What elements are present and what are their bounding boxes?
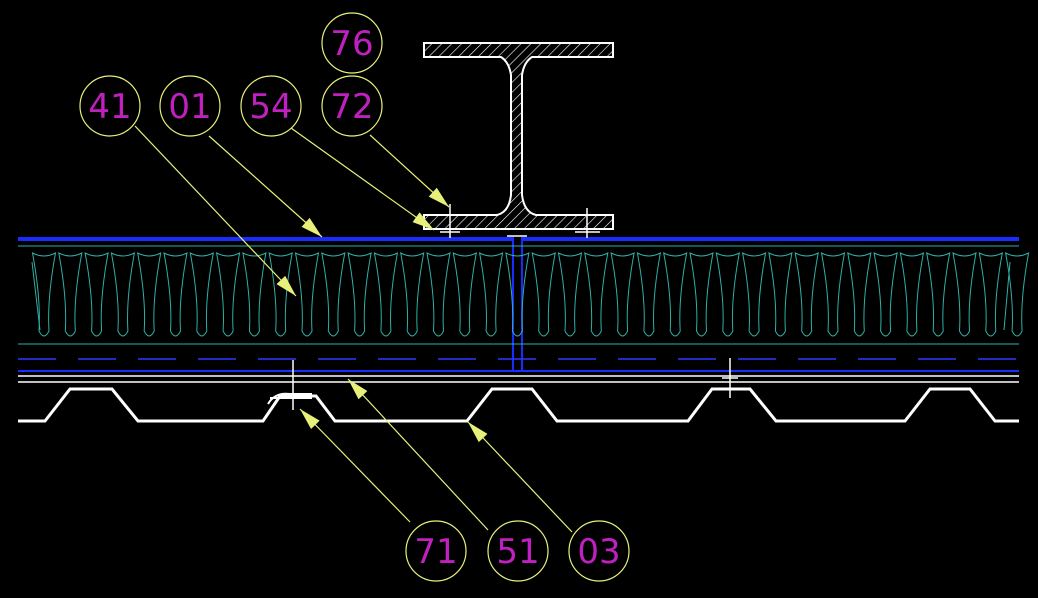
leader-arrow [276, 275, 296, 296]
leader-lines [134, 125, 573, 533]
tag-76: 76 [321, 12, 383, 74]
insulation-cell [1004, 252, 1030, 337]
tag-circle [568, 520, 630, 582]
insulation-cell [741, 252, 767, 337]
insulation-cell [268, 252, 293, 337]
tag-label: 51 [496, 532, 539, 572]
leader-arrow [348, 379, 368, 400]
insulation-cell [58, 252, 83, 337]
tag-label: 76 [330, 24, 373, 64]
insulation-cell [215, 252, 241, 337]
insulation-cell [584, 252, 609, 337]
insulation-cell [426, 252, 451, 337]
insulation-cell [242, 252, 267, 337]
tag-circle [240, 75, 302, 137]
fastener-marks [267, 204, 738, 410]
leader-line [299, 408, 411, 523]
insulation-cell [294, 252, 320, 337]
insulation-cell [321, 252, 346, 337]
tag-41: 41 [79, 75, 141, 137]
tag-label: 54 [249, 87, 292, 127]
insulation-cell [478, 252, 504, 337]
insulation-cell [531, 252, 556, 337]
insulation-cell [505, 252, 530, 337]
reference-tags: 76 41 01 54 72 71 51 03 [79, 12, 630, 582]
tag-label: 03 [577, 532, 620, 572]
tag-circle [321, 12, 383, 74]
insulation-cell [952, 252, 977, 337]
insulation-edge-right [1003, 261, 1011, 331]
insulation-layer [31, 252, 1030, 337]
leader-line [290, 127, 435, 231]
insulation-cell [31, 252, 57, 337]
tag-label: 71 [414, 532, 457, 572]
leader-arrow [428, 187, 449, 207]
leader-arrow [468, 422, 488, 443]
tag-circle [405, 520, 467, 582]
leader-line [208, 135, 323, 238]
insulation-cell [400, 252, 425, 337]
insulation-edge-left [31, 261, 41, 331]
deck-overlap [267, 392, 312, 405]
insulation-cell [978, 252, 1003, 337]
tag-72: 72 [321, 75, 383, 137]
leader-arrow [412, 212, 434, 230]
insulation-cell [137, 252, 162, 337]
tag-51: 51 [487, 520, 549, 582]
insulation-cell [689, 252, 714, 337]
tag-label: 72 [330, 87, 373, 127]
insulation-cell [926, 252, 951, 337]
tag-circle [159, 75, 221, 137]
insulation-cell [636, 252, 662, 337]
tag-circle [321, 75, 383, 137]
insulation-cell [373, 252, 399, 337]
insulation-cell [557, 252, 583, 337]
tag-54: 54 [240, 75, 302, 137]
insulation-cell [768, 252, 793, 337]
insulation-cell [715, 252, 740, 337]
insulation-cell [110, 252, 136, 337]
membrane-strip-left [18, 237, 513, 241]
insulation-cell [820, 252, 846, 337]
insulation-cell [847, 252, 872, 337]
leader-line [347, 378, 489, 531]
tag-circle [487, 520, 549, 582]
leader-line [467, 421, 573, 533]
layer-lines [18, 245, 1019, 383]
tag-01: 01 [159, 75, 221, 137]
insulation-cell [84, 252, 109, 337]
leader-arrow [300, 409, 320, 429]
insulation-cell [347, 252, 372, 337]
membrane-strip-right [522, 237, 1019, 241]
tag-label: 41 [88, 87, 131, 127]
tag-71: 71 [405, 520, 467, 582]
steel-i-beam [423, 42, 614, 230]
leader-arrow [301, 217, 322, 237]
top-membrane [18, 237, 1019, 370]
insulation-cell [610, 252, 635, 337]
trapezoidal-steel-deck [18, 387, 1019, 423]
tag-label: 01 [168, 87, 211, 127]
tag-circle [79, 75, 141, 137]
insulation-cell [663, 252, 688, 337]
insulation-cell [794, 252, 819, 337]
leader-line [134, 125, 297, 297]
insulation-cell [163, 252, 188, 337]
insulation-cell [452, 252, 477, 337]
tag-03: 03 [568, 520, 630, 582]
insulation-cell [189, 252, 214, 337]
insulation-cell [899, 252, 925, 337]
insulation-cell [873, 252, 898, 337]
